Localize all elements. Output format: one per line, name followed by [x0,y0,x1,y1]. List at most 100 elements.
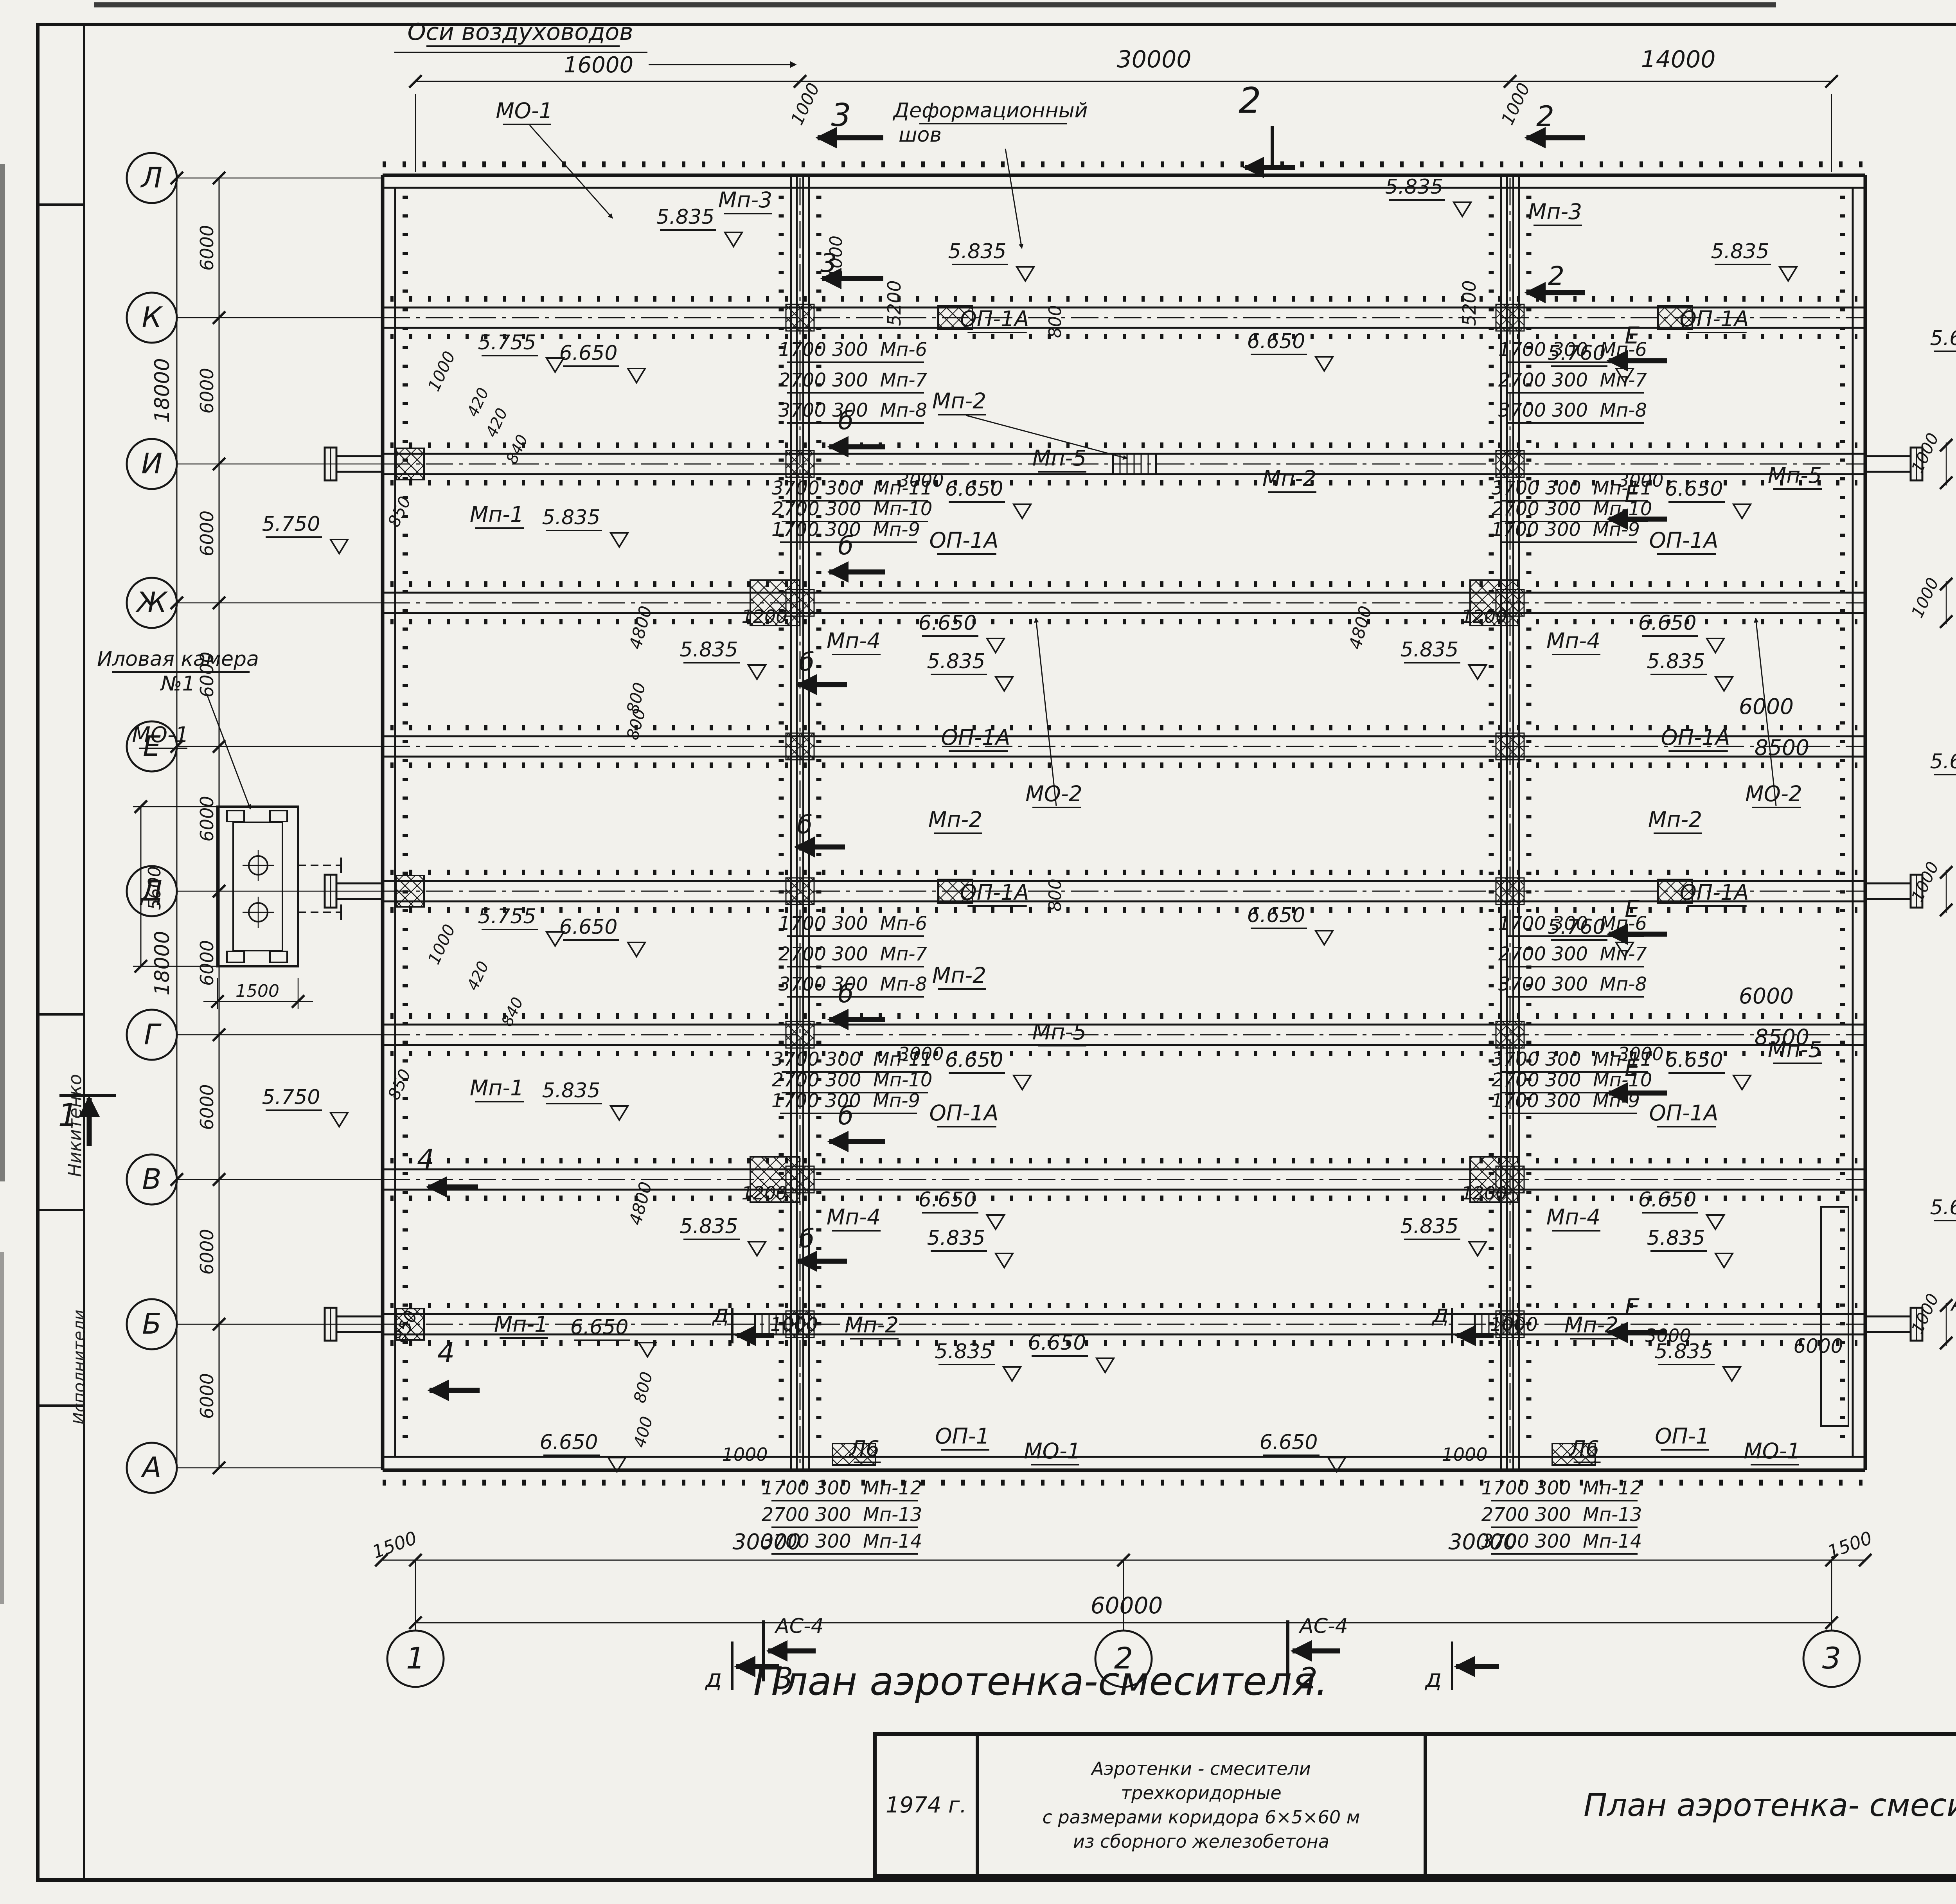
plan-label: 1700 300 Мп-9 [771,519,920,541]
plan-label: 5.835 [680,1215,738,1238]
plan-label: б [799,1224,814,1253]
plan-label: ОП-1А [960,306,1029,331]
plan-label: 1000 [1490,1314,1538,1336]
plan-label: Мп-2 [845,1312,899,1338]
axis-label: И [141,447,162,480]
plan-label: Е [1625,895,1640,923]
axis-circle [386,1629,445,1688]
plan-label: 1000 [722,1444,768,1465]
plan-label: Мп-2 [928,807,982,832]
elevation-flag [609,1105,629,1122]
plan-label: б [838,532,853,561]
plan-label: Мп-2 [932,963,986,988]
plan-label: План аэротенка-смесителя. [753,1658,1328,1704]
elevation-flag [329,1112,349,1128]
elevation-flag [1002,1366,1022,1383]
plan-line [212,310,227,325]
plan-label: 3000 [898,1043,944,1064]
plan-label: 400 [630,1414,656,1449]
elevation-flag [1327,1457,1347,1473]
axis-circle [1802,1629,1861,1688]
plan-label: 800 [1045,879,1065,912]
plan-label: 6000 [196,1229,218,1275]
plan-label: 6000 [196,1373,218,1419]
scan-mark [94,2,1776,7]
plan-label: 5.650 [1930,327,1956,350]
plan-label: 5.835 [542,506,600,529]
section-arrow [529,125,613,219]
plan-line [210,994,225,1009]
plan-label: МО-1 [496,98,553,123]
elevation-flag [994,676,1014,692]
plan-line [169,171,184,185]
plan-label: 3 [775,1661,793,1695]
plan-line [793,74,807,89]
plan-label: 6.650 [1260,1431,1318,1454]
elevation-flag [1015,266,1036,282]
plan-label: 3000 [1645,1325,1691,1346]
elevation-flag [985,1214,1006,1231]
plan-label: 6.650 [1247,904,1305,927]
plan-label: ОП-1А [941,725,1010,750]
sheet-title-value: План аэротенка- смесителя [1583,1787,1956,1823]
plan-label: 3700 300 Мп-14 [762,1530,922,1552]
plan-rect [269,810,288,822]
plan-label: Е [1625,1054,1640,1082]
section-arrow [207,695,251,810]
margin-divider [37,1209,84,1211]
plan-label: Е [1625,480,1640,508]
plan-label: 1200 [741,1183,787,1204]
elevation-flag [329,539,349,555]
plan-label: б [799,648,814,677]
plan-label: 1500 [369,1527,419,1563]
plan-label: 5.755 [478,331,536,354]
plan-line [212,1027,227,1042]
axis-label: Д [140,874,163,907]
plan-label: 3 [831,97,851,133]
plan-label: Мп-1 [470,502,524,527]
plan-label: 2700 300 Мп-10 [772,1069,933,1091]
plan-rect [232,822,283,951]
plan-label: 6.650 [1638,1188,1697,1212]
elevation-flag [747,1241,767,1257]
elevation-flag [1732,1075,1752,1091]
plan-label: 5.835 [1655,1340,1713,1363]
plan-label: МО-1 [132,722,189,747]
plan-label: 30000 [733,1529,801,1554]
plan-label: 1200 [1461,606,1507,627]
plan-label: 1700 300 Мп-9 [771,1090,920,1112]
plan-label: 6.650 [559,915,618,939]
plan-label: 2700 300 Мп-13 [762,1504,922,1526]
plan-label: 6.650 [1638,611,1697,635]
plan-label: 3000 [1618,1043,1663,1064]
plan-label: 6000 [196,796,218,841]
plan-label: 3 [820,248,837,278]
plan-label: 1000 [1907,430,1943,476]
plan-line [169,595,184,610]
plan-label: 420 [464,385,493,420]
plan-label: 6000 [196,511,218,556]
plan-label: Е [1625,322,1640,349]
elevation-flag [994,1253,1014,1269]
plan-rect [216,805,299,967]
plan-drawing: ЛКИЖЕДГВБА600060006000600060006000600060… [58,18,1956,1704]
plan-label: Мп-1 [470,1075,524,1100]
plan-label: 5600 [145,866,165,910]
plan-label: 6.650 [945,1048,1003,1072]
plan-label: 2700 300 Мп-7 [778,369,928,391]
plan-line [212,1460,227,1475]
plan-label: 2700 300 Мп-7 [1498,943,1647,965]
plan-line [1858,1553,1873,1568]
plan-label: Мп-2 [1564,1312,1618,1338]
plan-label: 3700 300 Мп-14 [1481,1530,1642,1552]
plan-label: 2 [1536,100,1554,133]
plan-label: 1000 [1907,859,1943,905]
plan-label: Мп-4 [827,1205,881,1230]
plan-label: б [838,980,853,1009]
plan-label: 6000 [1739,694,1794,719]
section-arrow [1034,617,1057,806]
plan-label: 6000 [196,225,218,271]
plan-label: МО-2 [1745,781,1802,806]
plan-label: 6000 [1739,983,1794,1009]
plan-label: 2700 300 Мп-7 [1498,369,1647,391]
